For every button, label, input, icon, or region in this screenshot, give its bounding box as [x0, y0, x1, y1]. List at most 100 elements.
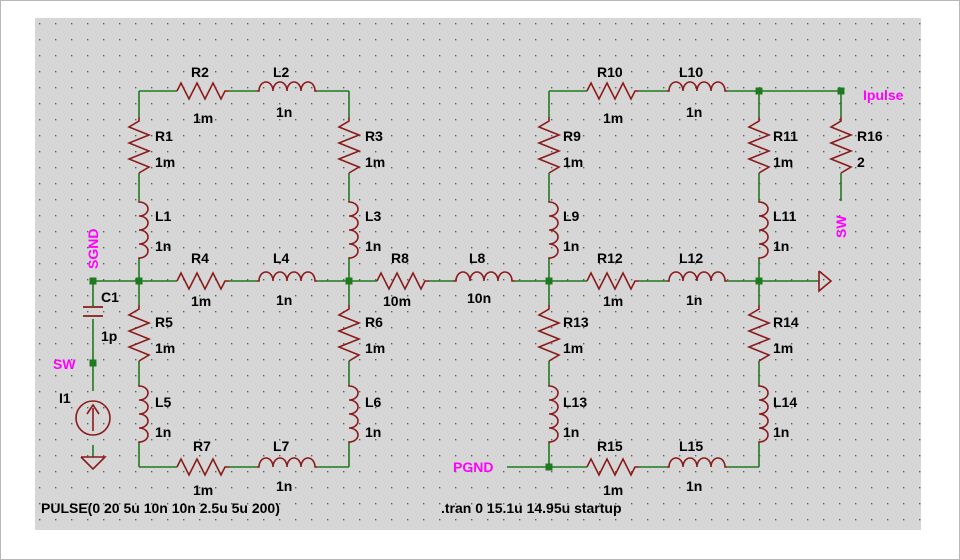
label-I1-ref: I1 — [59, 390, 71, 406]
inductor-L13[interactable] — [548, 385, 559, 443]
label-R3-ref: R3 — [365, 128, 383, 144]
label-L2-val: 1n — [276, 104, 292, 120]
label-C1-val: 1p — [101, 328, 117, 344]
net-label-ipulse[interactable]: Ipulse — [863, 87, 904, 103]
label-L5-ref: L5 — [155, 394, 172, 410]
inductor-L1[interactable] — [138, 201, 149, 259]
inductor-L2[interactable] — [257, 81, 317, 92]
label-R2-ref: R2 — [191, 64, 209, 80]
inductor-L14[interactable] — [758, 385, 769, 443]
resistor-R8[interactable] — [376, 271, 429, 291]
label-R5-ref: R5 — [155, 314, 173, 330]
label-L14-ref: L14 — [773, 394, 797, 410]
label-L10-val: 1n — [686, 104, 702, 120]
label-L15-val: 1n — [686, 478, 702, 494]
resistor-R10[interactable] — [586, 81, 639, 101]
label-R4-val: 1m — [191, 293, 211, 309]
label-R9-val: 1m — [563, 154, 583, 170]
label-R16-ref: R16 — [857, 128, 883, 144]
net-label-sgnd[interactable]: SGND — [85, 229, 101, 269]
label-L12-ref: L12 — [679, 250, 703, 266]
inductor-L15[interactable] — [667, 457, 727, 468]
resistor-R5[interactable] — [126, 305, 152, 362]
label-L3-val: 1n — [365, 238, 381, 254]
resistor-R1[interactable] — [126, 117, 152, 174]
label-R15-val: 1m — [603, 482, 623, 498]
inductor-L4[interactable] — [257, 271, 317, 282]
label-L11-ref: L11 — [773, 208, 797, 224]
inductor-L12[interactable] — [667, 271, 727, 282]
net-label-pgnd[interactable]: PGND — [453, 459, 493, 475]
resistor-R13[interactable] — [536, 305, 562, 362]
label-R2-val: 1m — [193, 110, 213, 126]
label-I1-val: PULSE(0 20 5u 10n 10n 2.5u 5u 200) — [41, 500, 280, 516]
label-R3-val: 1m — [365, 154, 385, 170]
label-L10-ref: L10 — [679, 64, 703, 80]
label-R12-val: 1m — [603, 293, 623, 309]
inductor-L9[interactable] — [548, 201, 559, 259]
label-R11-ref: R11 — [773, 128, 798, 144]
inductor-L10[interactable] — [667, 81, 727, 92]
resistor-R9[interactable] — [536, 117, 562, 174]
label-L6-val: 1n — [365, 424, 381, 440]
resistor-R4[interactable] — [176, 271, 229, 291]
label-L14-val: 1n — [773, 424, 789, 440]
inductor-L3[interactable] — [348, 201, 359, 259]
current-source-I1[interactable] — [75, 400, 111, 436]
resistor-R2[interactable] — [176, 81, 229, 101]
capacitor-C1[interactable] — [83, 305, 103, 317]
label-L9-ref: L9 — [563, 208, 580, 224]
label-L12-val: 1n — [686, 292, 702, 308]
net-label-sw-left[interactable]: SW — [53, 356, 76, 372]
resistor-R3[interactable] — [336, 117, 362, 174]
ground-symbol — [80, 456, 107, 471]
resistor-R16[interactable] — [828, 117, 854, 174]
inductor-L5[interactable] — [138, 385, 149, 443]
label-L6-ref: L6 — [365, 394, 382, 410]
label-L11-val: 1n — [773, 238, 789, 254]
inductor-L6[interactable] — [348, 385, 359, 443]
label-R6-ref: R6 — [365, 314, 383, 330]
label-L8-ref: L8 — [469, 250, 486, 266]
label-L1-val: 1n — [155, 238, 171, 254]
net-label-sw-right[interactable]: SW — [833, 215, 849, 238]
label-L7-val: 1n — [276, 478, 292, 494]
label-R8-val: 10m — [383, 293, 411, 309]
label-C1-ref: C1 — [101, 289, 119, 305]
label-R4-ref: R4 — [191, 250, 209, 266]
resistor-R6[interactable] — [336, 305, 362, 362]
inductor-L8[interactable] — [453, 271, 515, 282]
spice-directive-tran[interactable]: .tran 0 15.1u 14.95u startup — [441, 500, 622, 516]
label-R9-ref: R9 — [563, 128, 581, 144]
inductor-L11[interactable] — [758, 201, 769, 259]
resistor-R11[interactable] — [746, 117, 772, 174]
label-R10-ref: R10 — [597, 64, 623, 80]
resistor-R12[interactable] — [586, 271, 639, 291]
label-R13-ref: R13 — [563, 314, 589, 330]
label-L9-val: 1n — [563, 238, 579, 254]
inductor-L7[interactable] — [257, 457, 317, 468]
output-port-arrow — [818, 270, 833, 293]
label-L4-ref: L4 — [273, 250, 290, 266]
label-L15-ref: L15 — [679, 438, 703, 454]
label-R6-val: 1m — [365, 340, 385, 356]
label-R7-val: 1m — [193, 482, 213, 498]
label-L7-ref: L7 — [273, 438, 290, 454]
label-R8-ref: R8 — [391, 250, 409, 266]
label-R7-ref: R7 — [193, 438, 211, 454]
net-labels: SGND SW SW Ipulse PGND — [53, 87, 904, 475]
label-R14-ref: R14 — [773, 314, 799, 330]
label-R16-val: 2 — [857, 154, 865, 170]
label-R11-val: 1m — [773, 154, 793, 170]
resistor-R15[interactable] — [586, 457, 639, 477]
label-L3-ref: L3 — [365, 208, 382, 224]
resistor-R14[interactable] — [746, 305, 772, 362]
label-R13-val: 1m — [563, 340, 583, 356]
resistor-R7[interactable] — [176, 457, 229, 477]
label-R12-ref: R12 — [597, 250, 623, 266]
label-R10-val: 1m — [603, 110, 623, 126]
label-R1-val: 1m — [155, 154, 175, 170]
resistors — [126, 81, 854, 477]
